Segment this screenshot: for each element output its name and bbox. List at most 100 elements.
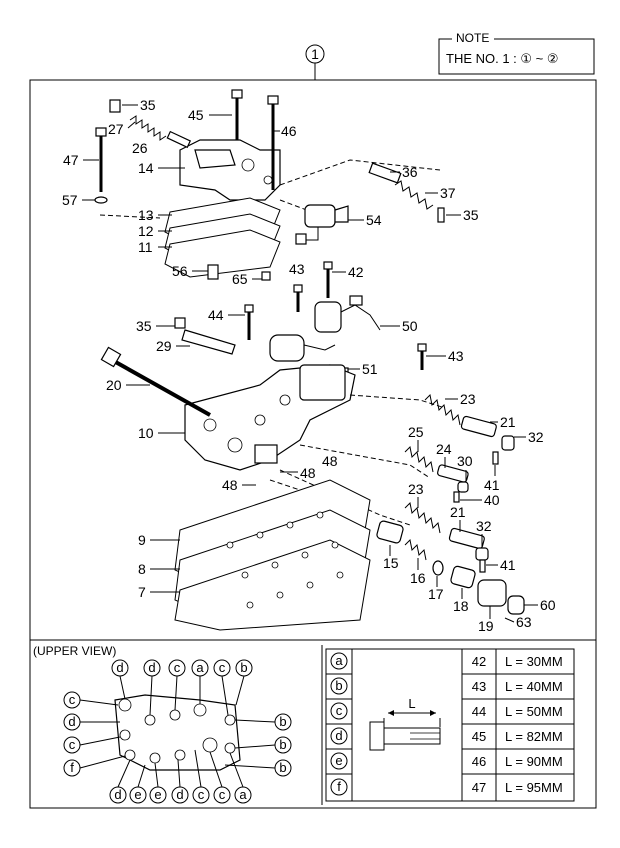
main-valve-body: [100, 346, 446, 526]
label-24: 24: [436, 441, 452, 457]
label-35a: 35: [140, 97, 156, 113]
label-14: 14: [138, 160, 154, 176]
label-51: 51: [362, 361, 378, 377]
svg-text:47: 47: [472, 780, 486, 795]
label-16: 16: [410, 570, 426, 586]
uv-left-2: c: [69, 737, 76, 752]
table-row: e 46 L = 90MM: [330, 752, 563, 770]
label-13: 13: [138, 207, 154, 223]
uv-right-0: b: [279, 714, 286, 729]
label-27: 27: [108, 121, 124, 137]
svg-text:L = 50MM: L = 50MM: [505, 704, 563, 719]
separator-plates: [174, 479, 371, 631]
uv-bottom-2: e: [154, 787, 161, 802]
label-56: 56: [172, 263, 188, 279]
label-40: 40: [484, 492, 500, 508]
svg-text:b: b: [335, 678, 342, 693]
svg-text:45: 45: [472, 729, 486, 744]
uv-bottom-5: c: [219, 787, 226, 802]
label-18: 18: [453, 598, 469, 614]
uv-top-1: d: [148, 660, 155, 675]
uv-top-0: d: [116, 660, 123, 675]
note-title: NOTE: [456, 31, 489, 45]
svg-text:L = 90MM: L = 90MM: [505, 754, 563, 769]
label-48c: 48: [222, 477, 238, 493]
table-row: c 44 L = 50MM: [330, 702, 563, 720]
label-32a: 32: [528, 429, 544, 445]
label-41b: 41: [500, 557, 516, 573]
label-57: 57: [62, 192, 78, 208]
label-45: 45: [188, 107, 204, 123]
label-46: 46: [281, 123, 297, 139]
label-35c: 35: [136, 318, 152, 334]
label-20: 20: [106, 377, 122, 393]
note-box: NOTE THE NO. 1 : ① ~ ②: [438, 31, 595, 75]
label-36: 36: [402, 164, 418, 180]
label-7: 7: [138, 584, 146, 600]
label-43a: 43: [289, 261, 305, 277]
label-15: 15: [383, 555, 399, 571]
uv-top-5: b: [240, 660, 247, 675]
uv-top-4: c: [219, 660, 226, 675]
uv-left-3: f: [70, 760, 74, 775]
label-21a: 21: [500, 414, 516, 430]
svg-text:L = 40MM: L = 40MM: [505, 679, 563, 694]
label-10: 10: [138, 425, 154, 441]
label-65: 65: [232, 271, 248, 287]
label-21b: 21: [450, 504, 466, 520]
dimension-label: L: [408, 696, 415, 711]
svg-text:43: 43: [472, 679, 486, 694]
svg-text:L = 82MM: L = 82MM: [505, 729, 563, 744]
label-50: 50: [402, 318, 418, 334]
label-48b: 48: [300, 465, 316, 481]
svg-text:c: c: [336, 703, 343, 718]
uv-bottom-6: a: [239, 787, 247, 802]
part-labels: 35 27 26 45 46 47 14 57 13 12 11 36 37 3…: [62, 97, 556, 634]
uv-bottom-3: d: [176, 787, 183, 802]
svg-text:L = 30MM: L = 30MM: [505, 654, 563, 669]
svg-text:a: a: [335, 653, 343, 668]
uv-bottom-1: e: [134, 787, 141, 802]
label-8: 8: [138, 561, 146, 577]
bolt-length-table: L a 42 L = 30MM b 43 L = 40MM c 44 L = 5…: [325, 648, 575, 802]
note-text: THE NO. 1 : ① ~ ②: [446, 51, 559, 66]
table-row: d 45 L = 82MM: [330, 727, 563, 745]
uv-top-2: c: [174, 660, 181, 675]
label-47: 47: [63, 152, 79, 168]
label-17: 17: [428, 586, 444, 602]
label-60: 60: [540, 597, 556, 613]
svg-text:e: e: [335, 753, 342, 768]
uv-bottom-4: c: [198, 787, 205, 802]
label-26: 26: [132, 140, 148, 156]
uv-bottom-0: d: [114, 787, 121, 802]
uv-right-1: b: [279, 737, 286, 752]
label-41a: 41: [484, 477, 500, 493]
uv-left-0: c: [69, 692, 76, 707]
label-43b: 43: [448, 348, 464, 364]
table-row: a 42 L = 30MM: [330, 652, 563, 670]
solenoid-group: [174, 261, 427, 378]
label-9: 9: [138, 532, 146, 548]
label-12: 12: [138, 223, 154, 239]
label-37: 37: [440, 185, 456, 201]
upper-valve-body: [94, 89, 445, 281]
assembly-number: 1: [311, 46, 319, 62]
svg-text:46: 46: [472, 754, 486, 769]
label-32b: 32: [476, 518, 492, 534]
table-row: f 47 L = 95MM: [330, 778, 563, 796]
upper-view-title: (UPPER VIEW): [33, 644, 116, 658]
label-44: 44: [208, 307, 224, 323]
svg-text:d: d: [335, 728, 342, 743]
svg-text:42: 42: [472, 654, 486, 669]
label-29: 29: [156, 338, 172, 354]
assembly-callout: 1: [305, 44, 325, 80]
uv-top-3: a: [196, 660, 204, 675]
label-19: 19: [478, 618, 494, 634]
label-23a: 23: [460, 391, 476, 407]
label-54: 54: [366, 212, 382, 228]
diagram-frame: [29, 79, 597, 809]
uv-right-2: b: [279, 760, 286, 775]
spool-valves: [376, 393, 525, 615]
label-63: 63: [516, 614, 532, 630]
